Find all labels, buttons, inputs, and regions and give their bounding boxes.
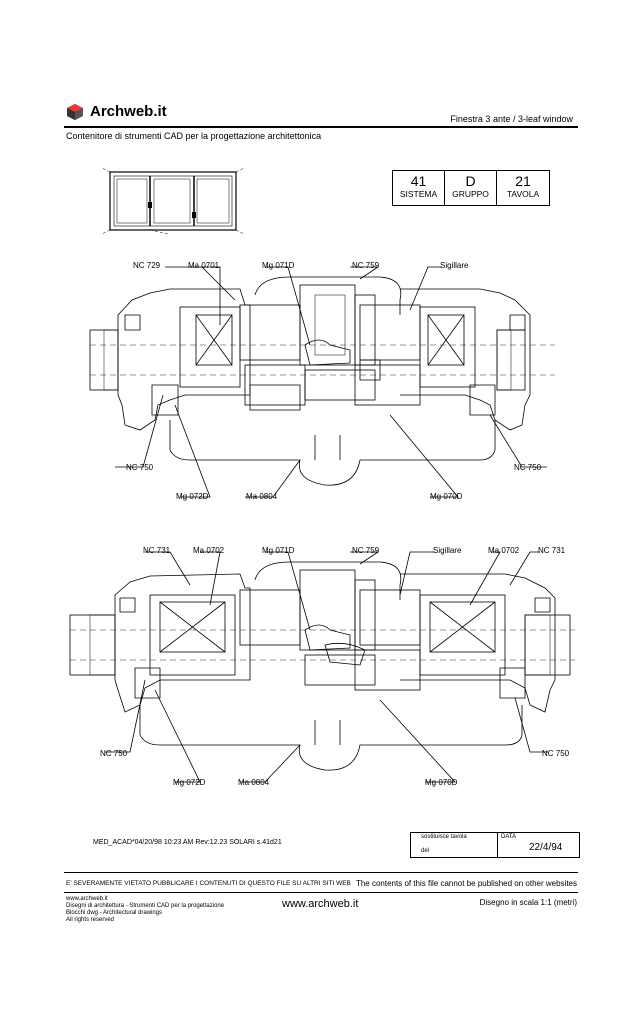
footer-credits: www.archweb.it Disegni di architettura -… bbox=[66, 896, 224, 924]
label-ma0804: Ma 0804 bbox=[238, 778, 270, 787]
label-mg072d: Mg 072D bbox=[173, 778, 206, 787]
footer-website: www.archweb.it bbox=[282, 898, 359, 910]
label-ma0702-right: Ma 0702 bbox=[488, 546, 520, 555]
code-number: D bbox=[465, 173, 476, 189]
credit-line-3: Blocchi dwg - Architectural drawings bbox=[66, 910, 163, 916]
label-nc750-right: NC 750 bbox=[542, 749, 570, 758]
label-nc759: NC 759 bbox=[352, 546, 380, 555]
label-nc750-left: NC 750 bbox=[100, 749, 128, 758]
code-label: GRUPPO bbox=[452, 189, 489, 199]
credit-line-4: All rights reserved bbox=[66, 917, 115, 923]
label-mg070d: Mg 070D bbox=[430, 492, 463, 501]
del-label: del bbox=[421, 848, 430, 854]
label-nc759: NC 759 bbox=[352, 261, 380, 270]
code-label: TAVOLA bbox=[506, 189, 540, 199]
warning-italian: E' SEVERAMENTE VIETATO PUBBLICARE I CONT… bbox=[66, 880, 351, 887]
brand-name: Archweb.it bbox=[90, 103, 167, 120]
cad-reference: MED_ACAD*04/20/98 10:23 AM Rev:12.23 SOL… bbox=[93, 839, 282, 846]
label-sigillare: Sigillare bbox=[440, 261, 469, 270]
label-sigillare: Sigillare bbox=[433, 546, 462, 555]
warning-english: The contents of this file cannot be publ… bbox=[355, 879, 577, 888]
label-mg071d: Mg 071D bbox=[262, 546, 295, 555]
code-cell-tavola: 21 TAVOLA bbox=[497, 173, 549, 199]
window-elevation-thumbnail bbox=[98, 166, 248, 236]
label-ma0701: Ma 0701 bbox=[188, 261, 220, 270]
label-nc729: NC 729 bbox=[133, 261, 161, 270]
code-label: SISTEMA bbox=[399, 189, 438, 199]
code-number: 41 bbox=[410, 173, 427, 189]
label-nc750-right: NC 750 bbox=[514, 463, 542, 472]
label-mg072d: Mg 072D bbox=[176, 492, 209, 501]
label-mg071d: Mg 071D bbox=[262, 261, 295, 270]
code-number: 21 bbox=[515, 173, 531, 189]
data-value: 22/4/94 bbox=[529, 842, 563, 853]
revision-box: sostituisce tavola del DATA 22/4/94 bbox=[410, 832, 580, 858]
footer-rule bbox=[64, 872, 578, 873]
label-ma0804: Ma 0804 bbox=[246, 492, 278, 501]
data-label: DATA bbox=[501, 834, 517, 840]
label-nc731-right: NC 731 bbox=[538, 546, 566, 555]
profile-section-bottom bbox=[60, 540, 585, 795]
code-cell-gruppo: D GRUPPO bbox=[445, 173, 496, 199]
logo-icon bbox=[66, 103, 84, 121]
footer-rule-2 bbox=[64, 892, 578, 893]
label-nc750-left: NC 750 bbox=[126, 463, 154, 472]
scale-note: Disegno in scala 1:1 (metri) bbox=[479, 898, 577, 907]
sheet-subtitle: Contenitore di strumenti CAD per la prog… bbox=[66, 131, 322, 141]
code-box: 41 SISTEMA D GRUPPO 21 TAVOLA bbox=[392, 170, 550, 206]
credit-line-2: Disegni di architettura - Strumenti CAD … bbox=[66, 903, 225, 909]
sheet-title: Finestra 3 ante / 3-leaf window bbox=[450, 114, 573, 124]
credit-site: www.archweb.it bbox=[66, 896, 108, 902]
header-rule bbox=[64, 126, 578, 128]
label-nc731-left: NC 731 bbox=[143, 546, 171, 555]
label-mg070d: Mg 070D bbox=[425, 778, 458, 787]
label-ma0702-left: Ma 0702 bbox=[193, 546, 225, 555]
sostituisce-label: sostituisce tavola bbox=[421, 834, 467, 840]
profile-section-top bbox=[60, 255, 585, 510]
code-cell-sistema: 41 SISTEMA bbox=[393, 173, 444, 199]
